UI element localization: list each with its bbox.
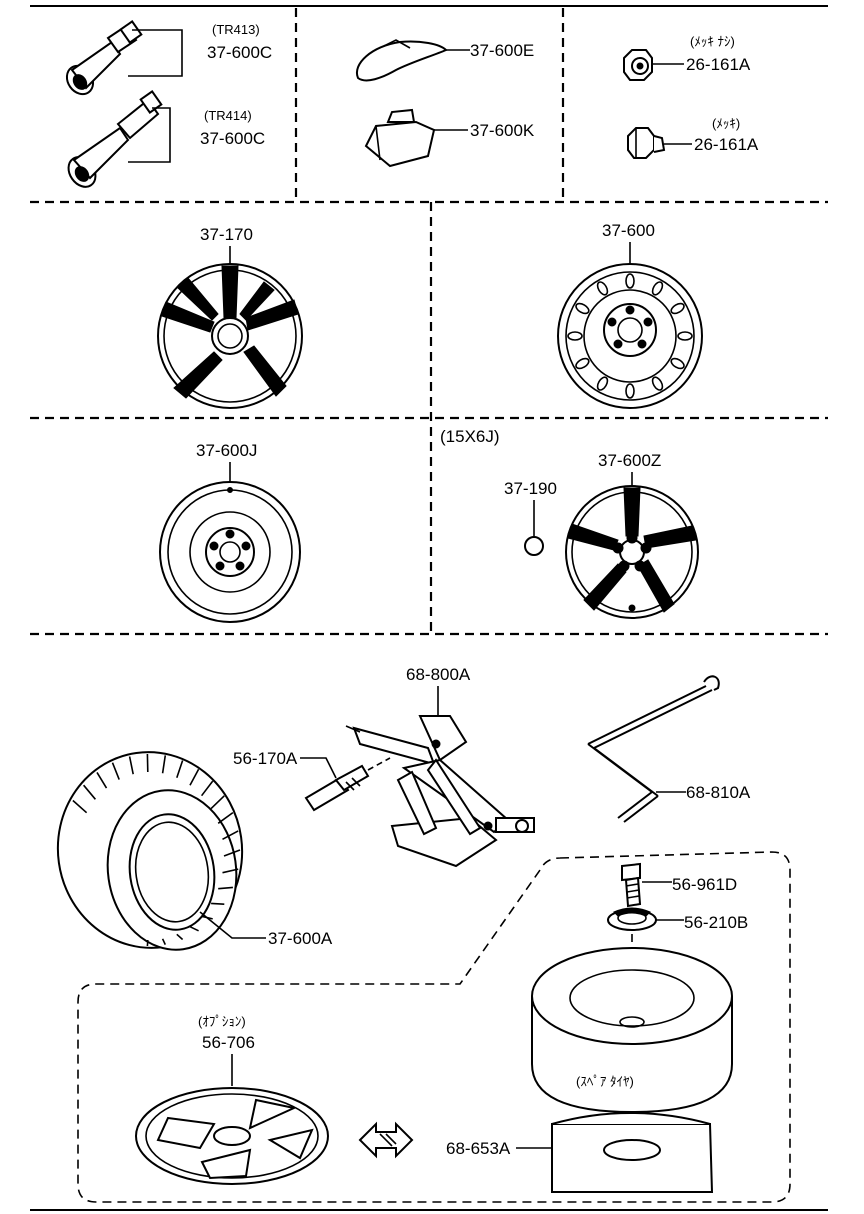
jack-handle-label: 56-170A	[233, 749, 298, 768]
tire-tread-mark	[189, 925, 199, 932]
wheel-nut-plain	[623, 49, 653, 81]
balance-weight-k	[364, 108, 436, 168]
tire-tread-mark	[217, 811, 234, 824]
jack-label: 68-800A	[406, 665, 471, 684]
valve-stem-tr414	[67, 90, 163, 188]
tire-leader	[199, 911, 266, 939]
wheel-wrench	[587, 675, 720, 823]
steel-wheel-vent-hole	[596, 376, 609, 391]
tire-tread-mark	[222, 868, 239, 874]
tire-tread-mark	[161, 938, 167, 945]
spare-wheel-label: 37-600J	[196, 441, 257, 460]
steel-wheel-vent-hole	[596, 281, 609, 296]
tire-tread-mark	[210, 795, 225, 810]
jack-handle-leader	[300, 757, 337, 779]
balance-weight-e	[355, 39, 448, 82]
tire-tread-mark	[176, 933, 184, 941]
wrench-label: 68-810A	[686, 783, 751, 802]
steel-wheel	[557, 263, 703, 409]
tire-tread-mark	[96, 771, 108, 789]
valve-b-leader	[128, 107, 171, 163]
section-dividers	[30, 5, 828, 1211]
scissor-jack	[345, 715, 535, 868]
tr414-label: (TR414)	[204, 108, 252, 123]
valve-a-label: 37-600C	[207, 43, 272, 62]
steel-wheel-vent-hole	[575, 302, 590, 315]
steel-wheel-vent-hole	[651, 376, 664, 391]
bracket	[607, 907, 657, 931]
tire-tread-mark	[176, 760, 184, 778]
nut-a-note: (ﾒｯｷ ﾅｼ)	[690, 34, 735, 49]
bolt	[621, 862, 642, 908]
weight-k-label: 37-600K	[470, 121, 535, 140]
nut-a-label: 26-161A	[686, 55, 751, 74]
tire-tread-mark	[189, 768, 200, 786]
spare-mat-label: 68-653A	[446, 1139, 511, 1158]
steel-wheel-vent-hole	[625, 383, 635, 399]
tire-tread-mark	[111, 762, 120, 780]
valve-b-label: 37-600C	[200, 129, 265, 148]
valve-a-leader	[128, 29, 183, 77]
tr413-label: (TR413)	[212, 22, 260, 37]
jack-handle	[304, 764, 370, 812]
nut-b-label: 26-161A	[694, 135, 759, 154]
bolt-label: 56-961D	[672, 875, 737, 894]
steel-wheel-label: 37-600	[602, 221, 655, 240]
wheel-cover	[157, 263, 303, 409]
tire-tread-mark	[200, 780, 214, 797]
wheel-nut-chrome	[627, 127, 666, 159]
spacer-disc	[135, 1087, 329, 1185]
valve-stem-tr413	[65, 20, 143, 96]
size-note: (15X6J)	[440, 427, 500, 446]
spare-group-boundary	[77, 851, 791, 1203]
tire-tread-mark	[72, 799, 88, 814]
spare-tire-note: (ｽﾍﾟｱ ﾀｲﾔ)	[576, 1074, 634, 1089]
tire-tread-mark	[222, 830, 239, 841]
tire-tread-mark	[161, 755, 167, 774]
center-cap	[524, 536, 544, 556]
tire-tread-mark	[218, 886, 233, 890]
nut-b-note: (ﾒｯｷ)	[712, 116, 740, 131]
spare-tire	[531, 947, 733, 1114]
alloy-wheel	[565, 485, 699, 619]
spacer-label: 56-706	[202, 1033, 255, 1052]
steel-wheel-vent-hole	[625, 273, 635, 289]
steel-wheel-vent-hole	[670, 357, 685, 370]
tire-label: 37-600A	[268, 929, 333, 948]
exchange-arrow	[358, 1121, 414, 1159]
steel-wheel-vent-hole	[670, 302, 685, 315]
steel-wheel-vent-hole	[567, 331, 583, 341]
wheel-cover-label: 37-170	[200, 225, 253, 244]
tire-tread-mark	[223, 849, 241, 857]
steel-wheel-vent-hole	[651, 281, 664, 296]
spare-mat	[551, 1112, 714, 1193]
cap-label: 37-190	[504, 479, 557, 498]
tire-tread-mark	[128, 756, 134, 775]
tire	[56, 751, 244, 951]
tire-tread-mark	[211, 902, 225, 905]
bracket-label: 56-210B	[684, 913, 748, 932]
tire-tread-mark	[82, 784, 97, 800]
weight-e-label: 37-600E	[470, 41, 534, 60]
option-note: (ｵﾌﾟｼｮﾝ)	[198, 1014, 246, 1029]
jack-handle-axis	[367, 757, 391, 771]
steel-wheel-vent-hole	[575, 357, 590, 370]
alloy-wheel-label: 37-600Z	[598, 451, 661, 470]
spare-wheel	[159, 481, 301, 623]
steel-wheel-vent-hole	[677, 331, 693, 341]
